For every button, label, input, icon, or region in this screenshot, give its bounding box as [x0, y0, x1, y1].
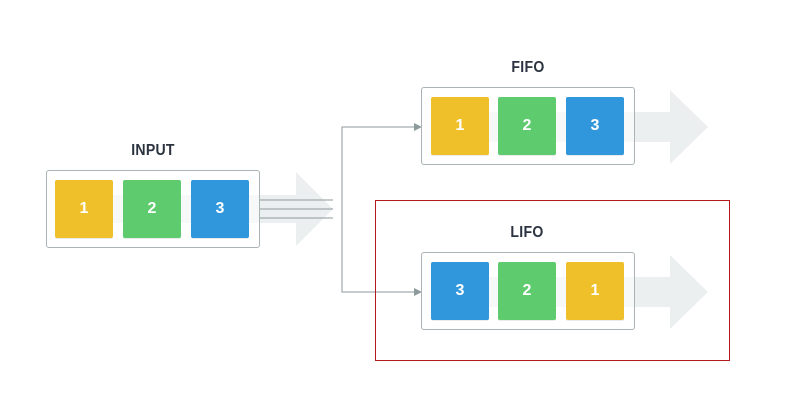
lifo-queue-box: 3 2 1: [421, 252, 635, 330]
lifo-item-1: 1: [566, 262, 624, 320]
connector-arrowhead-lifo: [414, 288, 422, 296]
connector-arrowhead-fifo: [414, 123, 422, 131]
input-item-2: 2: [123, 180, 181, 238]
lifo-item-2: 2: [498, 262, 556, 320]
input-item-3: 3: [191, 180, 249, 238]
input-item-1: 1: [55, 180, 113, 238]
lifo-highlight-frame: [375, 200, 730, 361]
lifo-title: LIFO: [510, 224, 544, 241]
connector-to-lifo: [341, 209, 416, 293]
input-title: INPUT: [131, 142, 175, 159]
input-queue-box: 1 2 3: [46, 170, 260, 248]
fifo-item-1: 1: [431, 97, 489, 155]
lifo-item-3: 3: [431, 262, 489, 320]
fifo-item-3: 3: [566, 97, 624, 155]
connector-to-fifo: [341, 126, 416, 209]
fifo-queue-box: 1 2 3: [421, 87, 635, 165]
connector-lines: [260, 126, 416, 293]
fifo-title: FIFO: [511, 59, 545, 76]
fifo-item-2: 2: [498, 97, 556, 155]
